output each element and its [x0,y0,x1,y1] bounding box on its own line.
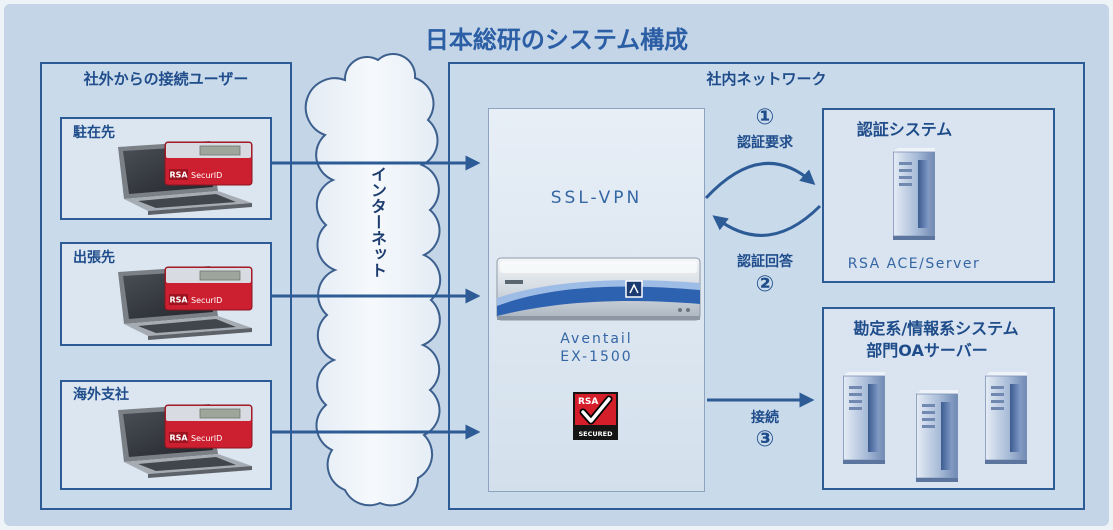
rsa-secured-badge-icon: RSA SECURED [573,392,618,440]
rsa-securid-token-icon: RSA SecurID [164,266,253,311]
auth-system-heading: 認証システム [856,120,953,139]
diagram-title: 日本総研のシステム構成 [424,26,689,54]
client-laptop-1: RSA SecurID [118,141,253,215]
business-system-heading-line1: 勘定系/情報系システム [853,319,1019,338]
rsa-securid-token-icon: RSA SecurID [164,141,253,186]
business-server-icon-3 [985,372,1027,464]
step-2-label: 認証回答 [737,254,793,270]
rsa-securid-token-icon: RSA SecurID [164,404,253,449]
internal-network-heading: 社内ネットワーク [706,70,827,88]
appliance-model-label: EX-1500 [560,349,633,365]
badge-brand-text: RSA [578,397,598,407]
auth-server-icon [893,148,935,240]
token-brand-text: RSA [169,296,188,305]
appliance-vendor-label: Aventail [560,331,633,347]
business-server-icon-1 [843,372,885,464]
step-1-number: ① [755,105,775,130]
client-laptop-2: RSA SecurID [118,266,253,340]
business-server-icon-2 [916,390,958,482]
step-2-number: ② [755,272,775,297]
location-label-2: 出張先 [73,250,115,266]
arrow-auth-request [704,161,816,200]
business-system-heading-line2: 部門OAサーバー [866,341,988,360]
internet-label: インターネット [368,166,387,278]
ssl-vpn-label: SSL-VPN [550,188,643,208]
auth-system-box [822,108,1055,283]
external-users-heading: 社外からの接続ユーザー [83,70,249,88]
arrow-auth-response [712,204,822,237]
internet-cloud-icon [304,53,442,507]
client-laptop-3: RSA SecurID [118,404,253,478]
step-3-number: ③ [755,427,775,452]
token-brand-text: RSA [169,434,188,443]
badge-text: SECURED [578,430,613,438]
step-3-label: 接続 [751,410,779,426]
token-product-text: SecurID [191,296,222,305]
token-product-text: SecurID [191,171,222,180]
step-1-label: 認証要求 [737,135,793,151]
location-label-3: 海外支社 [73,387,129,403]
aventail-appliance-icon [496,257,701,321]
token-brand-text: RSA [169,171,188,180]
location-label-1: 駐在先 [73,125,115,141]
token-product-text: SecurID [191,434,222,443]
auth-server-label: RSA ACE/Server [847,256,981,272]
